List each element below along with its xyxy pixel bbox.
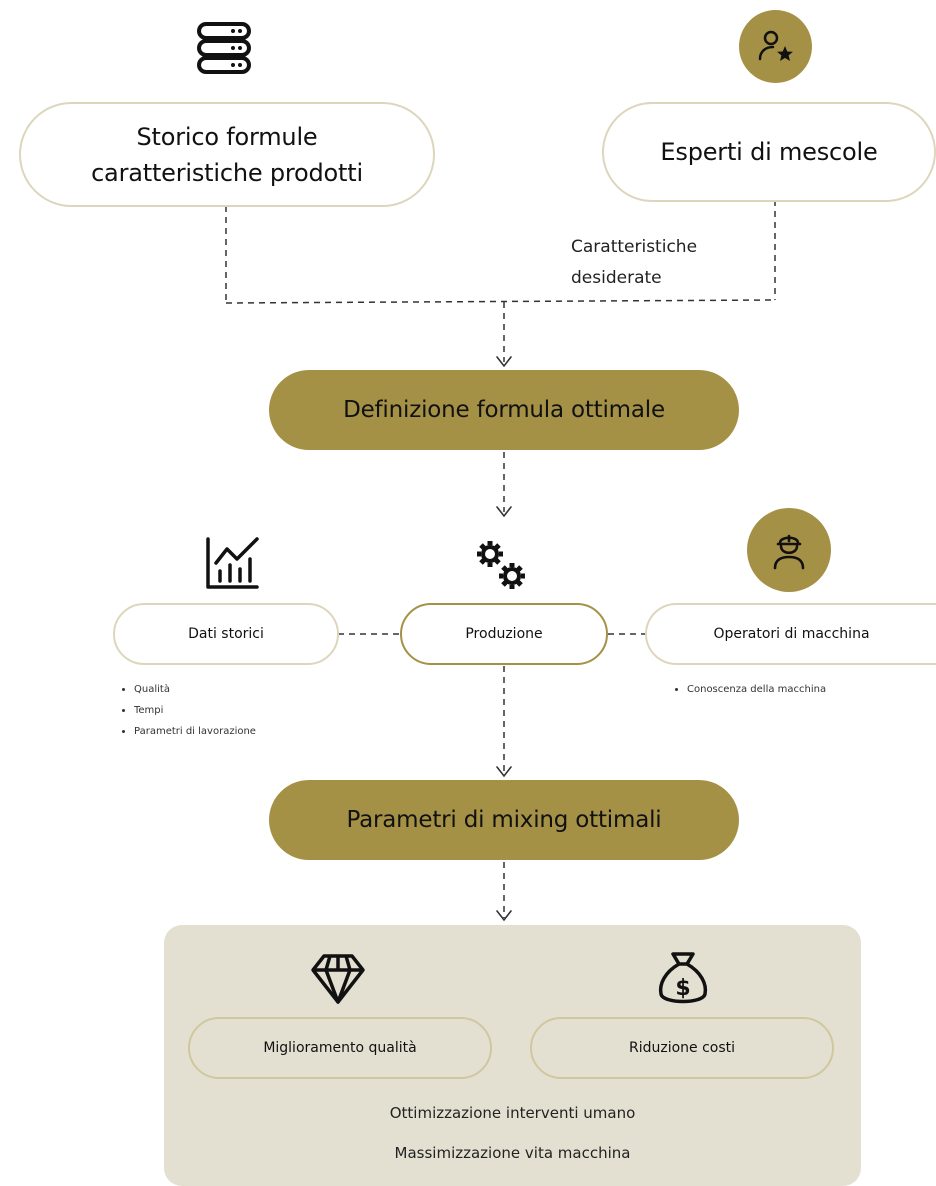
node-riduzione: Riduzione costi bbox=[530, 1017, 834, 1079]
node-definizione-label: Definizione formula ottimale bbox=[343, 397, 665, 423]
list-item: Qualità bbox=[134, 679, 344, 700]
svg-text:$: $ bbox=[675, 976, 690, 1001]
result-line-2: Massimizzazione vita macchina bbox=[394, 1144, 631, 1162]
list-item: Tempi bbox=[134, 700, 344, 721]
arrow-head-results bbox=[496, 910, 512, 922]
operatori-bullets: Conoscenza della macchina bbox=[673, 679, 927, 700]
worker-helmet-icon bbox=[747, 508, 831, 592]
node-dati-storici-label: Dati storici bbox=[188, 626, 264, 642]
note-caratteristiche: Caratteristiche desiderate bbox=[571, 237, 698, 288]
dati-storici-bullets: Qualità Tempi Parametri di lavorazione bbox=[120, 679, 344, 742]
chart-icon bbox=[203, 535, 261, 591]
arrow-head-definizione bbox=[496, 356, 512, 368]
money-bag-icon: $ bbox=[655, 950, 711, 1008]
node-storico-label: Storico formule caratteristiche prodotti bbox=[91, 122, 363, 187]
result-line-1: Ottimizzazione interventi umano bbox=[389, 1104, 636, 1122]
list-item: Parametri di lavorazione bbox=[134, 721, 344, 742]
user-star-icon bbox=[739, 10, 812, 83]
node-parametri-label: Parametri di mixing ottimali bbox=[346, 807, 662, 833]
node-definizione: Definizione formula ottimale bbox=[269, 370, 739, 450]
database-icon bbox=[194, 20, 254, 76]
node-operatori-label: Operatori di macchina bbox=[713, 626, 870, 642]
node-storico: Storico formule caratteristiche prodotti bbox=[19, 102, 435, 207]
node-miglioramento: Miglioramento qualità bbox=[188, 1017, 492, 1079]
arrow-head-produzione bbox=[496, 506, 512, 518]
node-esperti-label: Esperti di mescole bbox=[660, 138, 878, 166]
node-produzione-label: Produzione bbox=[465, 626, 543, 642]
node-riduzione-label: Riduzione costi bbox=[628, 1040, 736, 1056]
node-miglioramento-label: Miglioramento qualità bbox=[263, 1040, 417, 1056]
node-produzione: Produzione bbox=[400, 603, 608, 665]
diamond-icon bbox=[310, 952, 366, 1006]
node-dati-storici: Dati storici bbox=[113, 603, 339, 665]
gears-icon bbox=[473, 538, 531, 592]
connector-join bbox=[225, 299, 776, 304]
node-parametri: Parametri di mixing ottimali bbox=[269, 780, 739, 860]
list-item: Conoscenza della macchina bbox=[687, 679, 927, 700]
node-operatori: Operatori di macchina bbox=[645, 603, 936, 665]
arrow-head-parametri bbox=[496, 766, 512, 778]
node-esperti: Esperti di mescole bbox=[602, 102, 936, 202]
